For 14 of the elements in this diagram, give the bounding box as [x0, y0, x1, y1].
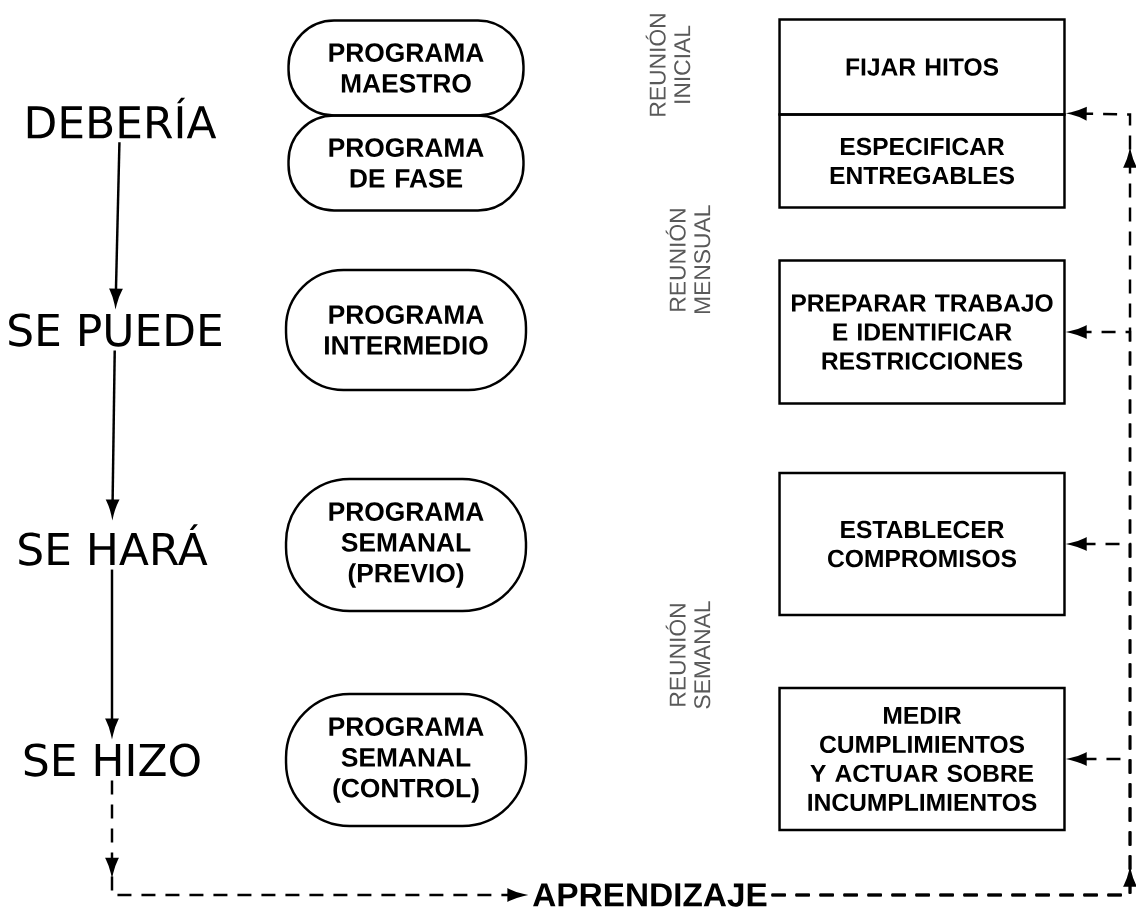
- stage-word: SE PUEDE: [9, 313, 221, 347]
- stage-word: DEBERÍA: [27, 97, 217, 139]
- process-box: MEDIR CUMPLIMIENTOS Y ACTUAR SOBRE INCUMPLIMIENTOS: [778, 686, 1066, 832]
- process-box: ESPECIFICAR ENTREGABLES: [778, 113, 1066, 209]
- stage-word: SE HIZO: [24, 743, 200, 777]
- vertical-label: REUNIÓN SEMANAL: [665, 601, 711, 709]
- process-box: ESTABLECER COMPROMISOS: [778, 471, 1066, 617]
- stage-word: SE HARÁ: [19, 524, 208, 566]
- vertical-label: REUNIÓN INICIAL: [645, 14, 691, 116]
- vertical-label: REUNIÓN MENSUAL: [665, 205, 711, 314]
- process-box: PREPARAR TRABAJO E IDENTIFICAR RESTRICCIONES: [778, 259, 1066, 405]
- arrow: [771, 752, 1132, 897]
- process-box: FIJAR HITOS: [778, 18, 1066, 116]
- flow-label: APRENDIZAJE: [533, 883, 767, 907]
